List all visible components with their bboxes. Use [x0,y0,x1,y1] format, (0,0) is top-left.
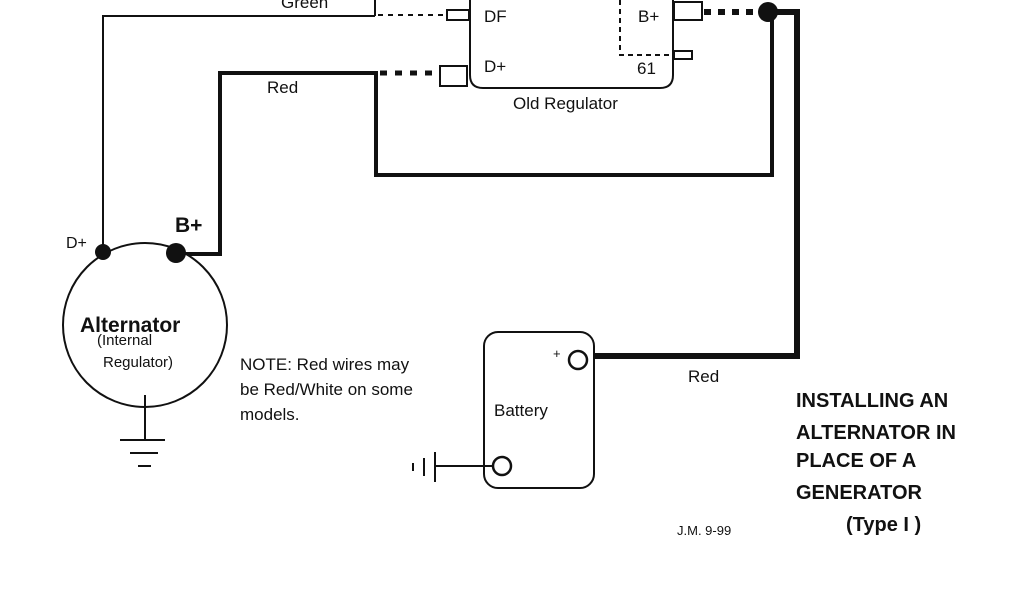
regulator-dplus-label: D+ [484,57,506,76]
note-line3: models. [240,405,300,424]
note-line2: be Red/White on some [240,380,413,399]
alternator-label: Alternator [80,314,180,337]
regulator-df-label: DF [484,7,507,26]
title-line5: (Type I ) [846,514,921,536]
green-wire [102,15,375,252]
green-wire-label: Green [281,0,328,12]
alternator-sub2: Regulator) [103,354,173,371]
alternator-bplus-label: B+ [175,214,202,237]
red-wire-label-bottom: Red [688,367,719,386]
regulator-terminal-dplus [439,65,468,87]
regulator-label: Old Regulator [513,94,618,113]
alternator-sub1: (Internal [97,332,152,349]
note-line1: NOTE: Red wires may [240,355,410,374]
regulator-61-label: 61 [637,59,656,78]
battery-plus-label: + [553,346,561,361]
battery-label: Battery [494,401,548,420]
red-wire-bplus [178,12,774,256]
red-wire-label-top: Red [267,78,298,97]
title-line1: INSTALLING AN [796,390,948,412]
alternator-terminal-bplus [166,243,186,263]
regulator-body [469,0,674,89]
regulator-terminal-61 [673,50,693,60]
title-line4: GENERATOR [796,482,922,504]
title-line2: ALTERNATOR IN [796,422,956,444]
title-line3: PLACE OF A [796,450,916,472]
battery-body [483,331,595,489]
battery-terminal-negative [491,455,513,477]
alternator-terminal-dplus [95,244,111,260]
author-date: J.M. 9-99 [677,523,731,538]
battery-terminal-positive [567,349,589,371]
regulator-terminal-df [446,9,470,21]
regulator-internal-link [619,0,674,56]
red-wire-battery [588,9,800,359]
regulator-terminal-bplus [673,1,703,21]
regulator-bplus-label: B+ [638,7,659,26]
alternator-dplus-label: D+ [66,235,87,252]
